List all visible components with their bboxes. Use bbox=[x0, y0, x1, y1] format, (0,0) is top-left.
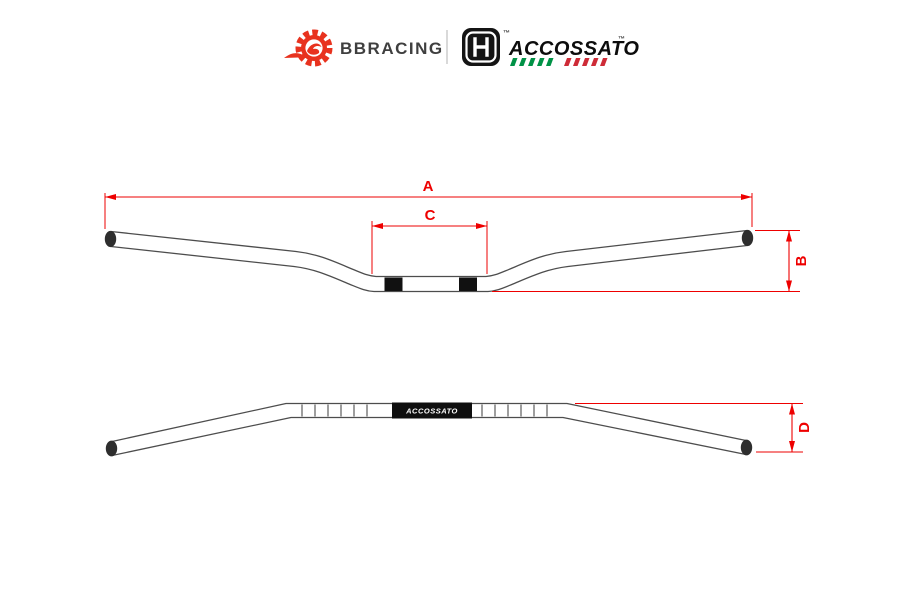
bbracing-wordmark: BBRACING bbox=[340, 39, 444, 58]
italian-flag-stripes bbox=[510, 58, 608, 66]
arrow-icon bbox=[476, 223, 487, 229]
arrow-icon bbox=[741, 194, 752, 200]
handlebar-front-view bbox=[104, 229, 754, 293]
dimension-b: B bbox=[492, 230, 810, 292]
brand-band-text: ACCOSSATO bbox=[405, 407, 458, 416]
gear-teeth bbox=[295, 29, 333, 67]
arrow-icon bbox=[105, 194, 116, 200]
right-end-cap bbox=[740, 439, 753, 456]
arrow-icon bbox=[786, 230, 792, 242]
dim-c-label: C bbox=[425, 207, 436, 224]
left-end-cap bbox=[104, 230, 117, 248]
trademark-symbol: ™ bbox=[618, 36, 625, 43]
arrow-icon bbox=[789, 403, 795, 415]
dim-d-label: D bbox=[796, 422, 813, 433]
gear-swoosh-icon bbox=[284, 29, 333, 67]
dim-a-label: A bbox=[423, 178, 434, 195]
arrow-icon bbox=[372, 223, 383, 229]
clamp-knurl-left bbox=[384, 277, 403, 291]
dimension-d: D bbox=[575, 403, 813, 453]
handlebar-front-outline bbox=[110, 229, 748, 293]
left-end-cap bbox=[105, 440, 118, 457]
monogram-glyph bbox=[473, 37, 489, 57]
handlebar-plan-view: ACCOSSATO bbox=[105, 402, 753, 457]
shield-monogram-icon bbox=[462, 28, 500, 66]
knurl-ticks-right bbox=[481, 404, 548, 417]
dimension-c: C bbox=[371, 207, 488, 274]
arrow-icon bbox=[786, 280, 792, 292]
accossato-wordmark: ACCOSSATO bbox=[508, 38, 639, 60]
dim-b-label: B bbox=[793, 255, 810, 266]
trademark-symbol: ™ bbox=[503, 30, 510, 37]
arrow-icon bbox=[789, 441, 795, 452]
right-end-cap bbox=[741, 229, 754, 247]
knurl-ticks-left bbox=[301, 404, 368, 417]
dimension-a: A bbox=[104, 178, 753, 229]
brand-band bbox=[392, 402, 472, 419]
clamp-knurl-right bbox=[459, 277, 477, 291]
header-logos: BBRACING ™ ACCOSSATO ™ bbox=[284, 28, 639, 67]
gear-swirl bbox=[307, 43, 322, 55]
